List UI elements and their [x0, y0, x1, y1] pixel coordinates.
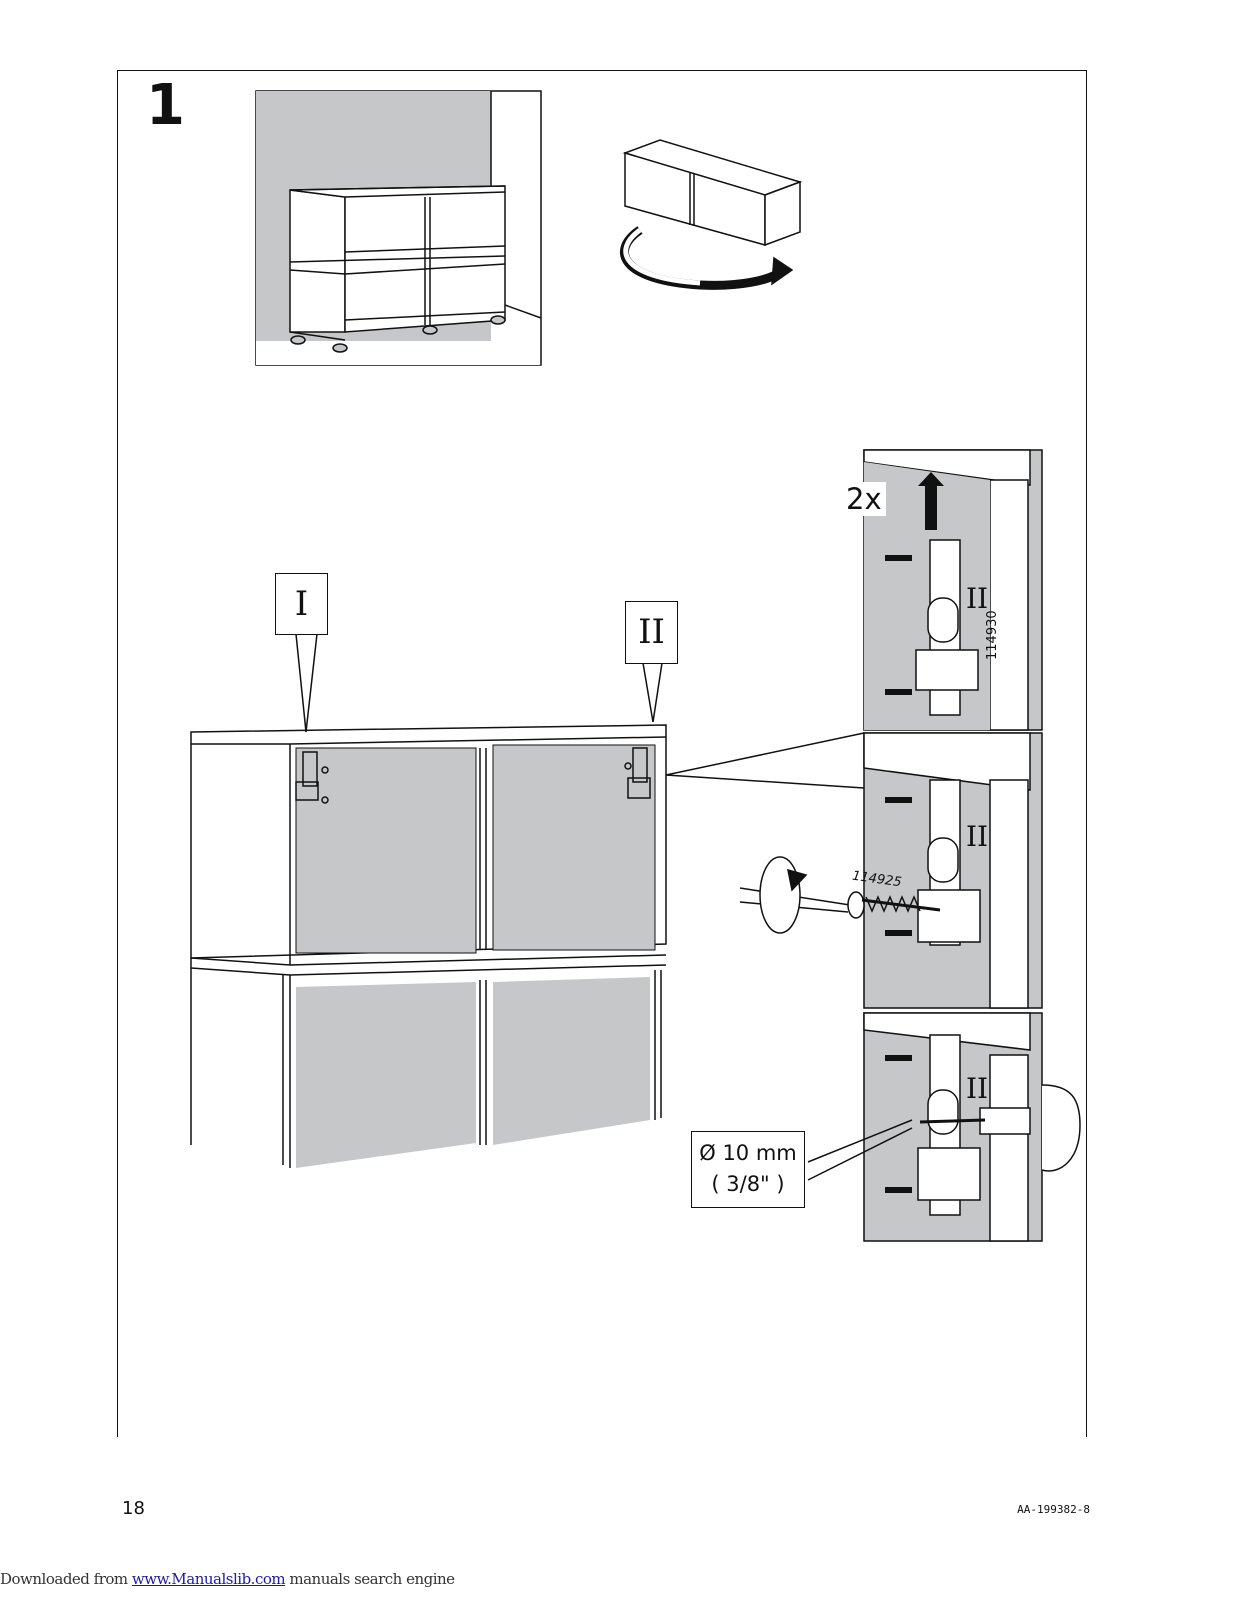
callout-pointer-ii — [642, 662, 654, 723]
callout-pointer-i — [295, 633, 307, 733]
flip-box-illustration — [620, 139, 803, 290]
document-code: AA-199382-8 — [1017, 1503, 1090, 1516]
step-number: 1 — [146, 73, 185, 138]
panel3-roman-label: II — [966, 1072, 989, 1105]
bracket-part-number: 114930 — [985, 610, 1000, 660]
callout-label-i: I — [275, 573, 328, 635]
detail-panel-2 — [739, 732, 1043, 1009]
detail-panel-3 — [807, 1012, 1081, 1242]
page-frame — [117, 70, 1087, 1437]
drill-diameter-label: Ø 10 mm ( 3/8" ) — [691, 1131, 805, 1208]
detail-panel-1 — [863, 449, 1043, 731]
footer-suffix: manuals search engine — [285, 1570, 455, 1588]
main-cabinet-illustration — [190, 724, 865, 1168]
footer-link[interactable]: www.Manualslib.com — [131, 1570, 286, 1588]
footer-attribution: Downloaded from www.Manualslib.com manua… — [0, 1570, 455, 1588]
quantity-label: 2x — [842, 482, 886, 516]
panel1-roman-label: II — [966, 582, 989, 615]
drill-metric: Ø 10 mm — [699, 1141, 797, 1165]
callout-label-ii: II — [625, 601, 678, 664]
drill-imperial: ( 3/8" ) — [711, 1172, 785, 1196]
panel2-roman-label: II — [966, 820, 989, 853]
page-number: 18 — [122, 1498, 145, 1519]
inset-room-illustration — [255, 90, 542, 366]
footer-prefix: Downloaded from — [0, 1570, 132, 1588]
